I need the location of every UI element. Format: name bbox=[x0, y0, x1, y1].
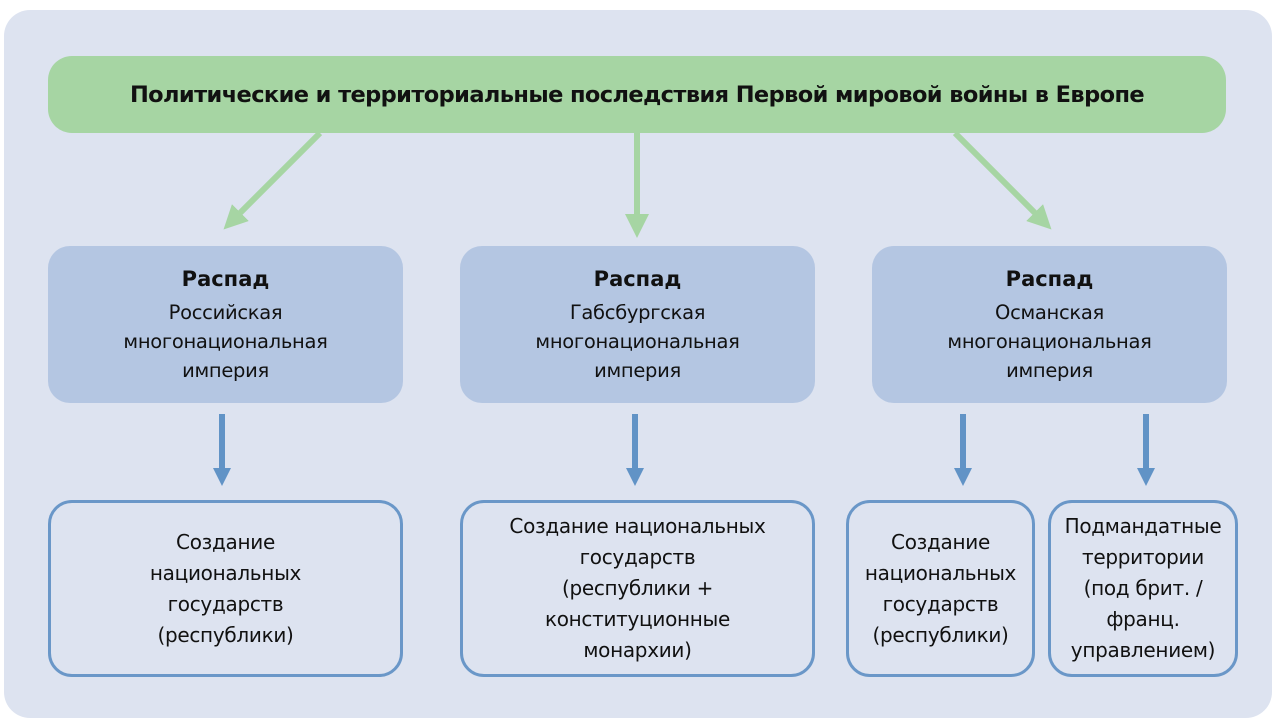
outcome-line: (под брит. / bbox=[1083, 576, 1203, 600]
outcome-line: (республики + bbox=[561, 576, 714, 600]
green-arrow-left bbox=[223, 130, 323, 230]
outcome-line: государств bbox=[882, 591, 999, 616]
outcome-line: (республики) bbox=[157, 622, 294, 647]
empire-line: Османская bbox=[995, 301, 1104, 324]
outcome-line: Подмандатные bbox=[1064, 514, 1222, 538]
green-arrow-right bbox=[952, 130, 1052, 230]
outcome-line: (республики) bbox=[872, 622, 1009, 647]
empire-line: Российская bbox=[168, 301, 283, 324]
empire-line: империя bbox=[594, 359, 681, 382]
empire-line: многонациональная bbox=[947, 330, 1152, 353]
empire-line: Габсбургская bbox=[569, 301, 706, 324]
empire-heading: Распад bbox=[1005, 267, 1094, 291]
outcome-box-mandate-territories: Подмандатные территории (под брит. / фра… bbox=[1048, 500, 1238, 677]
empire-line: многонациональная bbox=[535, 330, 740, 353]
empire-line: многонациональная bbox=[123, 330, 328, 353]
empire-line: империя bbox=[182, 359, 269, 382]
outcome-line: Создание национальных bbox=[509, 514, 766, 538]
outcome-line: государств bbox=[579, 545, 696, 569]
empire-box-russian: Распад Российская многонациональная импе… bbox=[48, 246, 403, 403]
outcome-line: национальных bbox=[149, 560, 302, 585]
outcome-line: Создание bbox=[891, 529, 990, 554]
outcome-line: конституционные bbox=[544, 607, 731, 631]
empire-heading: Распад bbox=[181, 267, 270, 291]
outcome-box-ottoman-national-states: Создание национальных государств (респуб… bbox=[846, 500, 1035, 677]
outcome-line: территории bbox=[1082, 545, 1204, 569]
outcome-line: государств bbox=[167, 591, 284, 616]
empire-box-ottoman: Распад Османская многонациональная импер… bbox=[872, 246, 1227, 403]
outcome-line: франц. bbox=[1106, 607, 1180, 631]
outcome-box-habsburg-national-states: Создание национальных государств (респуб… bbox=[460, 500, 815, 677]
empire-line: империя bbox=[1006, 359, 1093, 382]
empire-heading: Распад bbox=[593, 267, 682, 291]
outcome-box-russian-national-states: Создание национальных государств (респуб… bbox=[48, 500, 403, 677]
empire-box-habsburg: Распад Габсбургская многонациональная им… bbox=[460, 246, 815, 403]
diagram-title: Политические и территориальные последств… bbox=[129, 81, 1145, 108]
outcome-line: монархии) bbox=[583, 638, 692, 662]
outcome-line: управлением) bbox=[1070, 638, 1216, 662]
outcome-line: национальных bbox=[864, 560, 1017, 585]
outcome-line: Создание bbox=[176, 529, 275, 554]
title-box: Политические и территориальные последств… bbox=[48, 56, 1226, 133]
